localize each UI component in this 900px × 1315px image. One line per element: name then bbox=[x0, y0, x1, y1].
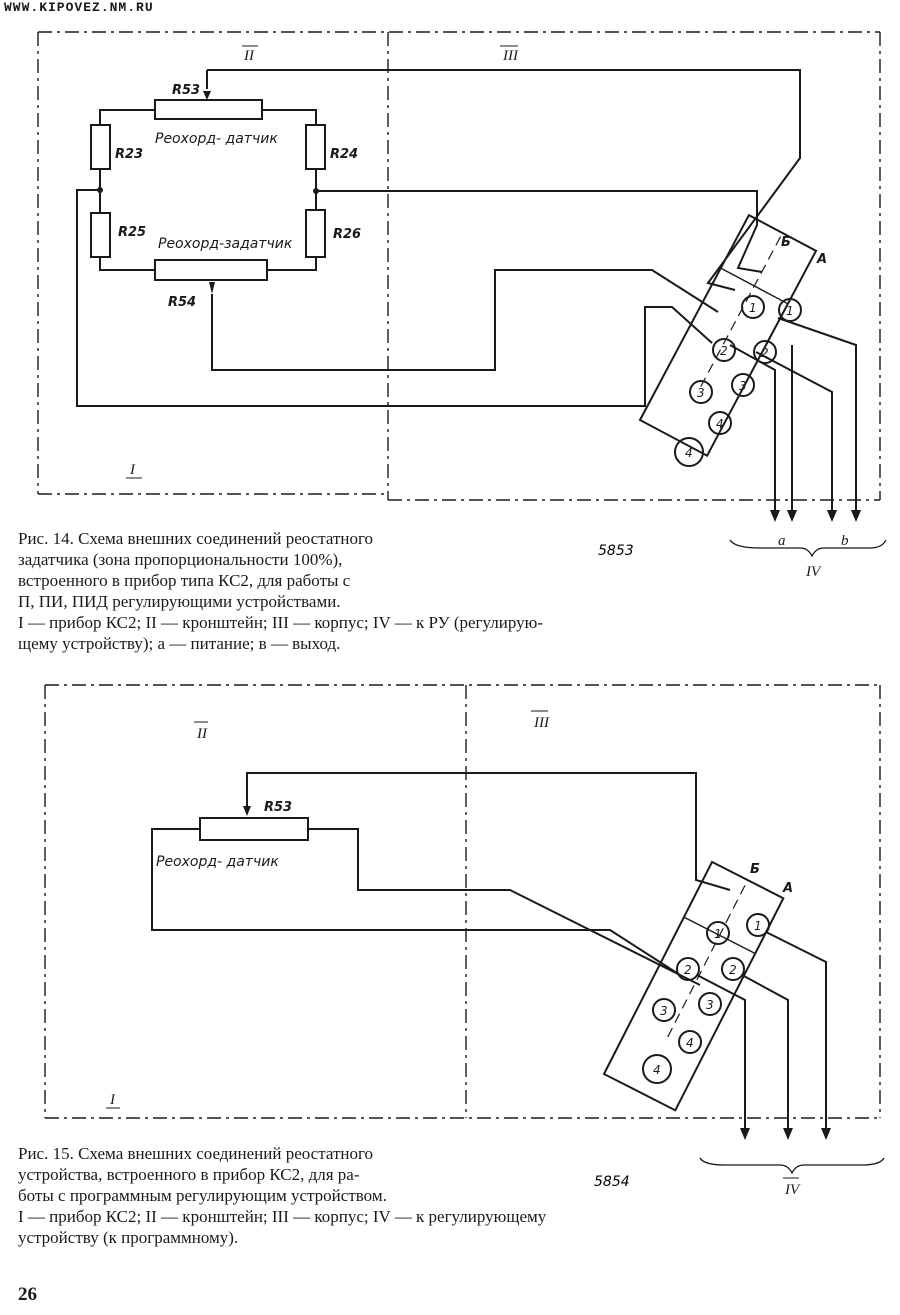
label15-r53: R53 bbox=[264, 800, 292, 815]
label-rheochord-sensor: Реохорд- датчик bbox=[155, 131, 278, 147]
svg-text:2: 2 bbox=[720, 344, 728, 358]
svg-text:1: 1 bbox=[749, 301, 757, 315]
svg-text:1: 1 bbox=[786, 304, 794, 318]
label-r53: R53 bbox=[172, 83, 200, 98]
figure-14-caption: Рис. 14. Схема внешних соединений реоста… bbox=[18, 529, 543, 653]
zone15-i-label: I bbox=[109, 1092, 116, 1108]
pin-4a bbox=[708, 411, 732, 435]
zone15-iii-label: III bbox=[533, 715, 550, 731]
terminal-a-label: a bbox=[778, 533, 786, 549]
pin-4b bbox=[674, 437, 704, 467]
block-label-b: Б bbox=[781, 235, 791, 250]
figure-15-caption: Рис. 15. Схема внешних соединений реоста… bbox=[18, 1144, 547, 1247]
label15-rheochord: Реохорд- датчик bbox=[156, 854, 279, 870]
site-watermark: WWW.KIPOVEZ.NM.RU bbox=[4, 0, 154, 15]
figure-14-diagram: II III I R53 Реохорд- датчик R23 R24 R25… bbox=[37, 31, 887, 580]
zone15-iv-label: IV bbox=[784, 1182, 801, 1198]
pin-1a bbox=[741, 295, 765, 319]
svg-text:4: 4 bbox=[716, 417, 724, 431]
svg-text:3: 3 bbox=[739, 379, 747, 393]
arrow15-out-3 bbox=[821, 1128, 831, 1140]
arrow15-out-2 bbox=[783, 1128, 793, 1140]
svg-text:1: 1 bbox=[754, 919, 762, 933]
pin-1b bbox=[778, 298, 802, 322]
terminal-b-label: b bbox=[841, 533, 849, 549]
wiper-arrow-r53 bbox=[203, 91, 211, 100]
brace15-iv bbox=[699, 1157, 885, 1175]
connector-block-14 bbox=[638, 213, 818, 458]
zone15-ii-label: II bbox=[196, 726, 208, 742]
arrow-out-1 bbox=[770, 510, 780, 522]
svg-text:4: 4 bbox=[653, 1063, 661, 1077]
wiper-arrow-r54 bbox=[209, 282, 215, 294]
pin-2b bbox=[753, 340, 777, 364]
label-r25: R25 bbox=[118, 225, 146, 240]
zone-ii-label: II bbox=[243, 48, 255, 64]
resistor-r26 bbox=[305, 209, 326, 258]
pin15-1a bbox=[706, 921, 730, 945]
label-r24: R24 bbox=[330, 147, 358, 162]
block15-label-a: А bbox=[782, 881, 793, 896]
arrow-out-2 bbox=[787, 510, 797, 522]
svg-text:3: 3 bbox=[706, 998, 714, 1012]
label-rheochord-setter: Реохорд-задатчик bbox=[158, 236, 293, 252]
pin15-4b bbox=[642, 1054, 672, 1084]
arrow15-out-1 bbox=[740, 1128, 750, 1140]
svg-text:4: 4 bbox=[685, 446, 693, 460]
brace-iv bbox=[729, 539, 887, 558]
block-label-a: А bbox=[816, 252, 827, 267]
pin-3a bbox=[689, 380, 713, 404]
pin15-1b bbox=[746, 913, 770, 937]
svg-text:4: 4 bbox=[686, 1036, 694, 1050]
svg-text:2: 2 bbox=[729, 963, 737, 977]
pin15-2a bbox=[676, 957, 700, 981]
svg-text:2: 2 bbox=[684, 963, 692, 977]
pin15-2b bbox=[721, 957, 745, 981]
svg-text:3: 3 bbox=[697, 386, 705, 400]
svg-text:2: 2 bbox=[761, 346, 769, 360]
pin-2a bbox=[712, 338, 736, 362]
rheochord-sensor-resistor bbox=[154, 99, 263, 120]
arrow-out-4 bbox=[851, 510, 861, 522]
block15-label-b: Б bbox=[750, 862, 760, 877]
pin-3b bbox=[731, 373, 755, 397]
figure-14-code: 5853 bbox=[598, 543, 634, 559]
rheochord-sensor-15 bbox=[199, 817, 309, 841]
zone-i-label: I bbox=[129, 462, 136, 478]
arrow-out-3 bbox=[827, 510, 837, 522]
zone-iv-label: IV bbox=[805, 564, 822, 580]
label-r26: R26 bbox=[333, 227, 361, 242]
svg-text:1: 1 bbox=[714, 927, 722, 941]
figure-15-code: 5854 bbox=[594, 1174, 630, 1190]
pin15-4a bbox=[678, 1030, 702, 1054]
page-number: 26 bbox=[18, 1284, 37, 1305]
pin15-3a bbox=[652, 998, 676, 1022]
label-r23: R23 bbox=[115, 147, 143, 162]
svg-text:3: 3 bbox=[660, 1004, 668, 1018]
resistor-r25 bbox=[90, 212, 111, 258]
wiper-arrow-r53-15 bbox=[243, 806, 251, 816]
zone-iii-label: III bbox=[502, 48, 519, 64]
rheochord-setter-resistor bbox=[154, 259, 268, 281]
resistor-r24 bbox=[305, 124, 326, 170]
resistor-r23 bbox=[90, 124, 111, 170]
label-r54: R54 bbox=[168, 295, 196, 310]
connector-block-15 bbox=[602, 860, 785, 1112]
pin15-3b bbox=[698, 992, 722, 1016]
